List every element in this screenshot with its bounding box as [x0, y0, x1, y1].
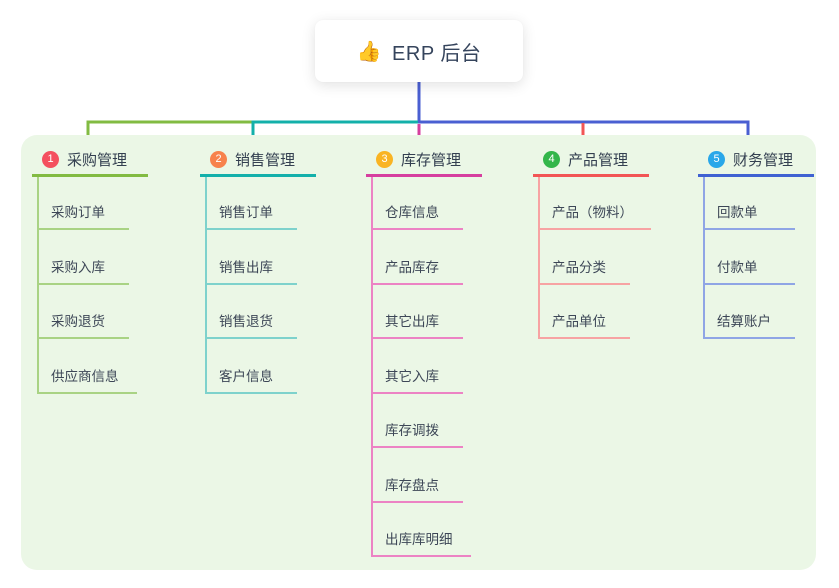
branch-header-purchase[interactable]: 1 采购管理: [32, 148, 148, 177]
thumbs-up-icon: 👍: [356, 40, 383, 63]
child-node[interactable]: 销售出库: [205, 230, 297, 285]
child-node[interactable]: 付款单: [703, 230, 795, 285]
branch-sales: 2 销售管理 销售订单 销售出库 销售退货 客户信息: [200, 148, 360, 394]
branch-children: 仓库信息 产品库存 其它出库 其它入库 库存调拨 库存盘点 出库库明细: [371, 177, 526, 557]
child-node[interactable]: 仓库信息: [371, 177, 463, 230]
child-node[interactable]: 供应商信息: [37, 339, 137, 394]
child-node[interactable]: 采购订单: [37, 177, 129, 230]
child-node[interactable]: 客户信息: [205, 339, 297, 394]
branch-header-product[interactable]: 4 产品管理: [533, 148, 649, 177]
child-node[interactable]: 采购退货: [37, 285, 129, 339]
child-node[interactable]: 回款单: [703, 177, 795, 230]
branch-label: 采购管理: [67, 151, 128, 169]
branch-label: 库存管理: [401, 151, 462, 169]
branch-number-badge: 4: [543, 150, 560, 168]
child-node[interactable]: 其它入库: [371, 339, 463, 394]
branch-number-badge: 5: [708, 150, 725, 168]
child-node[interactable]: 产品（物料）: [538, 177, 651, 230]
branches-panel: [21, 135, 816, 570]
branch-children: 采购订单 采购入库 采购退货 供应商信息: [37, 177, 192, 394]
branch-header-inventory[interactable]: 3 库存管理: [366, 148, 482, 177]
branch-label: 财务管理: [733, 151, 794, 169]
child-node[interactable]: 出库库明细: [371, 503, 471, 557]
child-node[interactable]: 库存盘点: [371, 448, 463, 503]
child-node[interactable]: 产品库存: [371, 230, 463, 285]
branch-number-badge: 1: [42, 150, 59, 168]
branch-header-finance[interactable]: 5 财务管理: [698, 148, 814, 177]
branch-label: 销售管理: [235, 151, 296, 169]
branch-label: 产品管理: [568, 151, 629, 169]
child-node[interactable]: 产品分类: [538, 230, 630, 285]
child-node[interactable]: 销售订单: [205, 177, 297, 230]
child-node[interactable]: 其它出库: [371, 285, 463, 339]
branch-finance: 5 财务管理 回款单 付款单 结算账户: [698, 148, 839, 339]
root-title: ERP 后台: [392, 42, 482, 65]
branch-header-sales[interactable]: 2 销售管理: [200, 148, 316, 177]
branch-number-badge: 2: [210, 150, 227, 168]
child-node[interactable]: 产品单位: [538, 285, 630, 339]
branch-product: 4 产品管理 产品（物料） 产品分类 产品单位: [533, 148, 693, 339]
branch-number-badge: 3: [376, 150, 393, 168]
branch-children: 产品（物料） 产品分类 产品单位: [538, 177, 693, 339]
child-node[interactable]: 销售退货: [205, 285, 297, 339]
branch-children: 销售订单 销售出库 销售退货 客户信息: [205, 177, 360, 394]
branch-children: 回款单 付款单 结算账户: [703, 177, 839, 339]
branch-inventory: 3 库存管理 仓库信息 产品库存 其它出库 其它入库 库存调拨 库存盘点 出库库…: [366, 148, 526, 557]
child-node[interactable]: 库存调拨: [371, 394, 463, 448]
branch-purchase: 1 采购管理 采购订单 采购入库 采购退货 供应商信息: [32, 148, 192, 394]
child-node[interactable]: 采购入库: [37, 230, 129, 285]
child-node[interactable]: 结算账户: [703, 285, 795, 339]
root-node-erp[interactable]: 👍 ERP 后台: [315, 20, 523, 82]
